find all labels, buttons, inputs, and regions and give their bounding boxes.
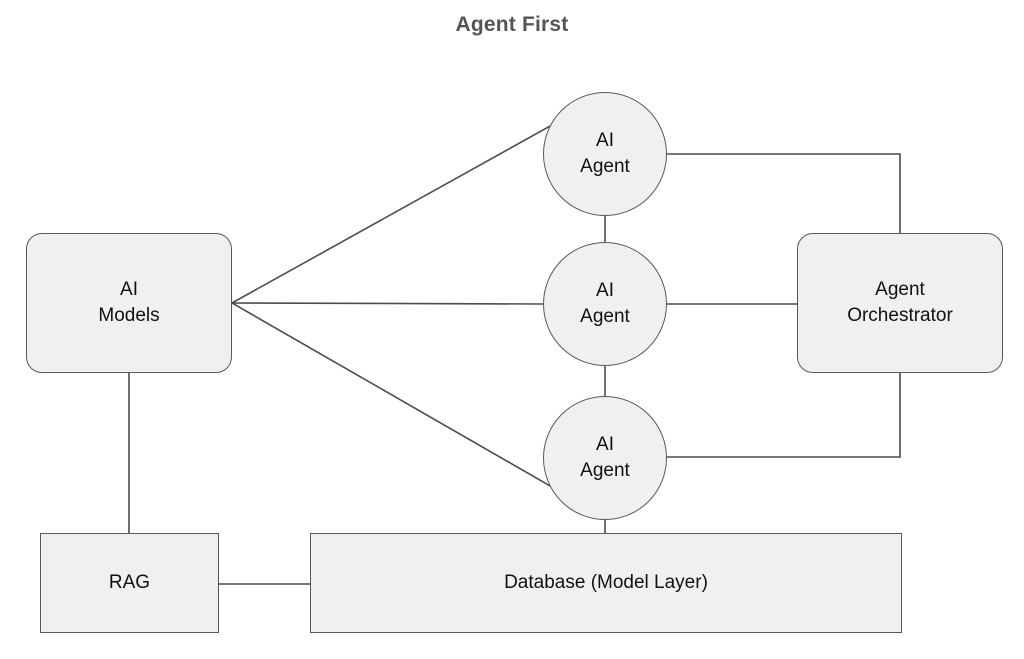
node-agent-orchestrator[interactable]: Agent Orchestrator — [797, 233, 1003, 373]
node-rag-label: RAG — [108, 572, 151, 594]
node-agent-orchestrator-label: Agent Orchestrator — [847, 279, 953, 326]
node-database-label: Database (Model Layer) — [504, 572, 708, 594]
edge-ai-models-to-agent-mid — [231, 302, 544, 305]
edge-agent-bot-to-orchestrator — [666, 372, 901, 458]
node-ai-models[interactable]: AI Models — [26, 233, 232, 373]
node-ai-models-label: AI Models — [98, 279, 160, 326]
node-database[interactable]: Database (Model Layer) — [310, 533, 902, 633]
edge-ai-models-to-agent-bot — [230, 301, 554, 489]
node-ai-agent-bottom-label: AI Agent — [580, 434, 630, 481]
edge-agent-top-to-orchestrator — [666, 153, 901, 234]
node-ai-agent-middle[interactable]: AI Agent — [543, 242, 667, 366]
node-rag[interactable]: RAG — [40, 533, 219, 633]
node-ai-agent-bottom[interactable]: AI Agent — [543, 396, 667, 520]
edge-ai-models-to-agent-top — [230, 123, 554, 305]
node-ai-agent-middle-label: AI Agent — [580, 280, 630, 327]
node-ai-agent-top-label: AI Agent — [580, 130, 630, 177]
page-title: Agent First — [455, 13, 569, 36]
node-ai-agent-top[interactable]: AI Agent — [543, 92, 667, 216]
